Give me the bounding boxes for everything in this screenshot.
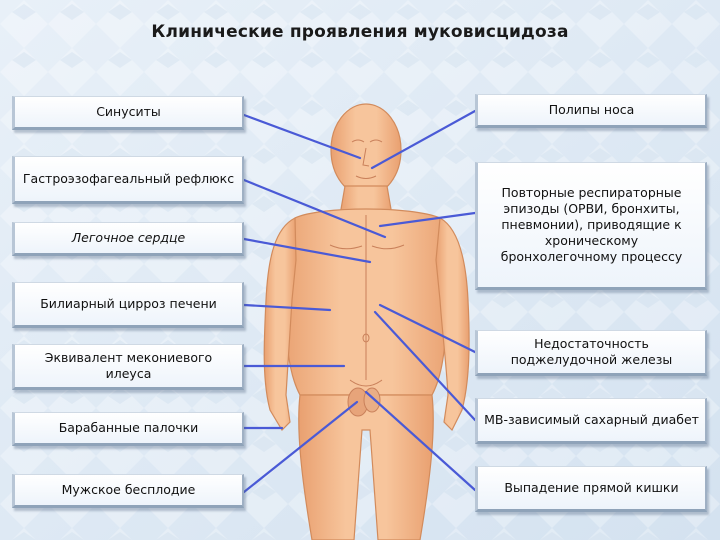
label-biliary-cirrhosis: Билиарный цирроз печени xyxy=(12,282,244,328)
label-sinusitis: Синуситы xyxy=(12,96,244,130)
label-meconium-ileus: Эквивалент мекониевого илеуса xyxy=(12,344,244,390)
label-rectal-prolapse: Выпадение прямой кишки xyxy=(475,466,707,512)
label-clubbing: Барабанные палочки xyxy=(12,412,244,446)
label-cor-pulmonale: Легочное сердце xyxy=(12,222,244,256)
label-cf-diabetes: МВ-зависимый сахарный диабет xyxy=(475,398,707,444)
label-respiratory-episodes: Повторные респираторные эпизоды (ОРВИ, б… xyxy=(475,162,707,290)
label-pancreatic-insufficiency: Недостаточность поджелудочной железы xyxy=(475,330,707,376)
label-gerd: Гастроэзофагеальный рефлюкс xyxy=(12,156,244,204)
label-nasal-polyps: Полипы носа xyxy=(475,94,707,128)
label-infertility: Мужское бесплодие xyxy=(12,474,244,508)
page-title: Клинические проявления муковисцидоза xyxy=(151,22,569,42)
